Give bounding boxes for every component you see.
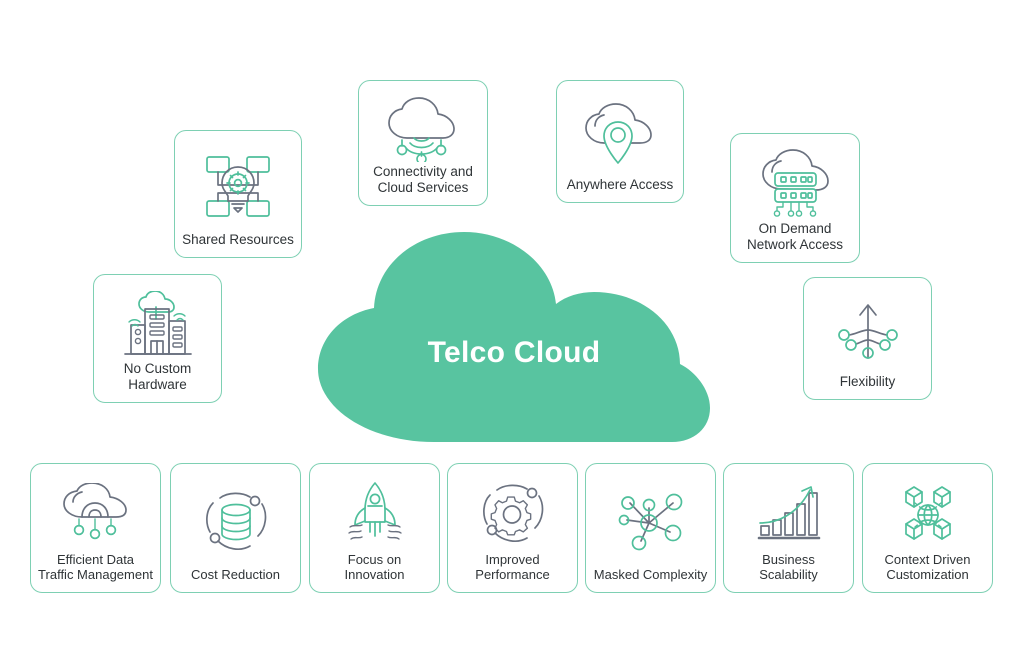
- card-label: Masked Complexity: [593, 567, 708, 582]
- cloud-location-pin-icon: [557, 93, 683, 177]
- card-label: Flexibility: [839, 373, 896, 389]
- card-masked-complexity[interactable]: Masked Complexity: [585, 463, 716, 593]
- shared-resources-icon: [175, 143, 301, 232]
- card-label: Improved Performance: [475, 552, 550, 582]
- card-label: Business Scalability: [759, 552, 818, 582]
- card-label: Anywhere Access: [566, 176, 674, 192]
- card-on-demand-network-access[interactable]: On Demand Network Access: [730, 133, 860, 263]
- gear-orbit-icon: [448, 476, 577, 552]
- card-label: Cost Reduction: [191, 567, 280, 582]
- card-label: On Demand Network Access: [746, 221, 844, 252]
- branching-arrow-icon: [804, 290, 931, 374]
- rocket-icon: [310, 476, 439, 552]
- network-nodes-icon: [586, 476, 715, 567]
- card-cost-reduction[interactable]: Cost Reduction: [170, 463, 301, 593]
- card-context-driven-customization[interactable]: Context Driven Customization: [862, 463, 993, 593]
- cloud-shape-icon: [318, 232, 710, 442]
- globe-cubes-icon: [863, 476, 992, 552]
- card-label: Context Driven Customization: [884, 552, 971, 582]
- card-shared-resources[interactable]: Shared Resources: [174, 130, 302, 258]
- card-label: Focus on Innovation: [344, 552, 405, 582]
- cloud-data-traffic-icon: [31, 476, 160, 552]
- card-label: Shared Resources: [182, 231, 294, 247]
- card-improved-performance[interactable]: Improved Performance: [447, 463, 578, 593]
- telco-cloud-hub: Telco Cloud: [316, 230, 712, 442]
- cloud-server-network-icon: [731, 146, 859, 221]
- database-cycle-icon: [171, 476, 300, 567]
- growth-chart-arrow-icon: [724, 476, 853, 552]
- card-label: No Custom Hardware: [123, 361, 192, 392]
- card-anywhere-access[interactable]: Anywhere Access: [556, 80, 684, 203]
- card-focus-on-innovation[interactable]: Focus on Innovation: [309, 463, 440, 593]
- cloud-connectivity-icon: [359, 93, 487, 164]
- card-efficient-data-traffic-management[interactable]: Efficient Data Traffic Management: [30, 463, 161, 593]
- card-flexibility[interactable]: Flexibility: [803, 277, 932, 400]
- buildings-wifi-icon: [94, 287, 221, 361]
- card-connectivity-cloud-services[interactable]: Connectivity and Cloud Services: [358, 80, 488, 206]
- card-label: Efficient Data Traffic Management: [38, 552, 153, 582]
- card-label: Connectivity and Cloud Services: [373, 164, 473, 195]
- card-no-custom-hardware[interactable]: No Custom Hardware: [93, 274, 222, 403]
- card-business-scalability[interactable]: Business Scalability: [723, 463, 854, 593]
